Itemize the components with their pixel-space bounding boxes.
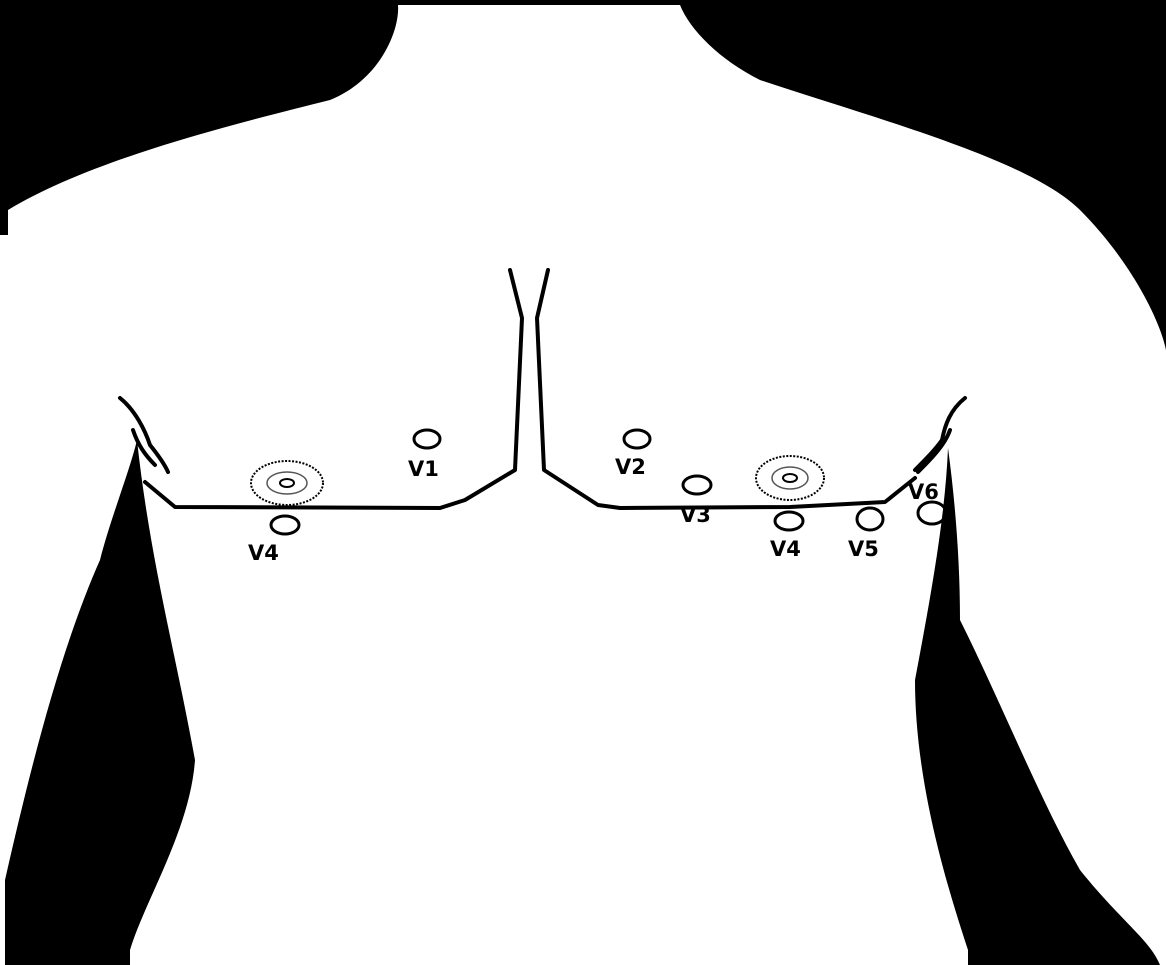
- label-v4-right: V4: [248, 541, 279, 565]
- label-v5: V5: [848, 537, 879, 561]
- label-v1: V1: [408, 457, 439, 481]
- label-v6: V6: [908, 480, 939, 504]
- label-v3: V3: [680, 503, 711, 527]
- label-v2: V2: [615, 455, 646, 479]
- label-v4-left: V4: [770, 537, 801, 561]
